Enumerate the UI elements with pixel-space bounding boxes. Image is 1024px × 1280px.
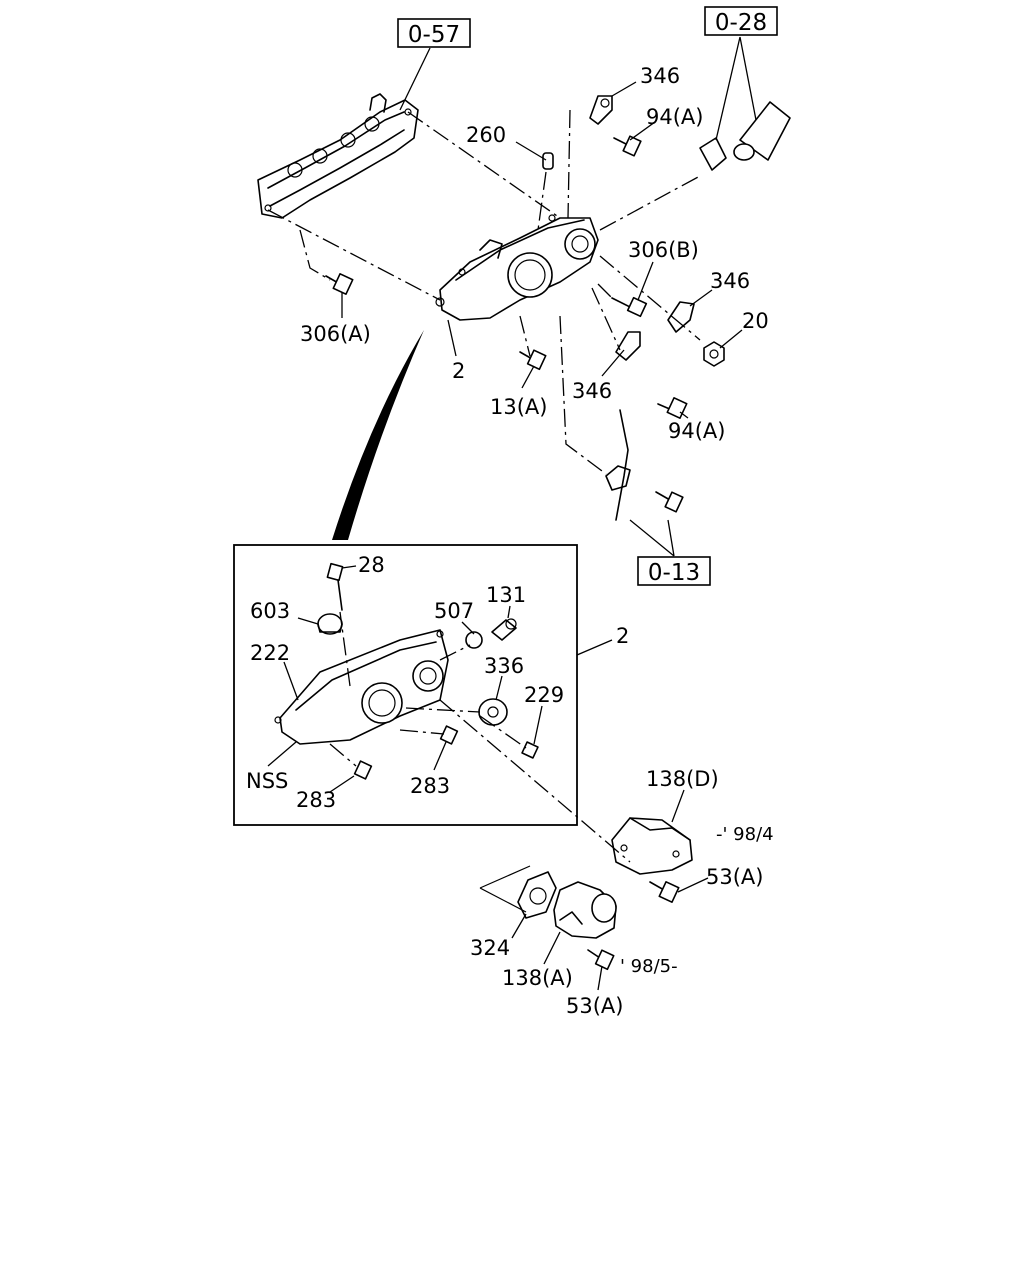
plug-260 [542, 152, 554, 170]
callout-13a[interactable]: 13(A) [490, 395, 547, 419]
callout-131[interactable]: 131 [486, 583, 526, 607]
callout-260[interactable]: 260 [466, 123, 506, 147]
water-outlet-138a [553, 881, 617, 939]
callout-603[interactable]: 603 [250, 599, 290, 623]
bolt-53a-upper [649, 880, 680, 904]
clamp-346-mid [667, 301, 695, 333]
nut-20 [703, 341, 725, 367]
detail-actuator-336 [478, 698, 508, 726]
callout-53a-upper[interactable]: 53(A) [706, 865, 763, 889]
ref-box-label: 0-28 [715, 10, 767, 36]
detail-screw-28 [326, 562, 344, 611]
detail-oring-507 [465, 631, 483, 649]
intake-manifold-outline [257, 93, 419, 219]
callout-53a-lower[interactable]: 53(A) [566, 994, 623, 1018]
callout-nss[interactable]: NSS [246, 769, 288, 793]
callout-346-low[interactable]: 346 [572, 379, 612, 403]
callout-28[interactable]: 28 [358, 553, 385, 577]
callout-336[interactable]: 336 [484, 654, 524, 678]
callout-222[interactable]: 222 [250, 641, 290, 665]
bolt-306a [325, 272, 354, 296]
bolt-94a-low [657, 396, 688, 420]
ref-box-label: 0-13 [648, 560, 700, 586]
bolt-94a-top [613, 135, 642, 157]
bolt-53a-lower [587, 949, 615, 971]
detail-screw-283-right [439, 725, 459, 745]
detail-sensor-603 [317, 613, 343, 635]
callout-306a[interactable]: 306(A) [300, 322, 371, 346]
callout-94a-top[interactable]: 94(A) [646, 105, 703, 129]
ref-box-0-13[interactable]: 0-13 [637, 556, 711, 586]
callout-346-top[interactable]: 346 [640, 64, 680, 88]
gasket-324 [517, 871, 557, 919]
detail-pointer [332, 330, 424, 540]
detail-plug-131 [491, 618, 517, 641]
stud-306b [611, 296, 648, 318]
callout-2-detail[interactable]: 2 [616, 624, 629, 648]
ref-box-0-28[interactable]: 0-28 [704, 6, 778, 36]
note-from-98-5: ' 98/5- [620, 956, 678, 977]
ref-box-0-57[interactable]: 0-57 [397, 18, 471, 48]
callout-20[interactable]: 20 [742, 309, 769, 333]
callout-306b[interactable]: 306(B) [628, 238, 699, 262]
callout-2-upper[interactable]: 2 [452, 359, 465, 383]
bolt-13a [519, 349, 547, 371]
callout-283-right[interactable]: 283 [410, 774, 450, 798]
hose [699, 101, 791, 171]
hose-clamp-346-top [589, 95, 613, 125]
detail-box [233, 544, 578, 826]
water-outlet-138d [611, 817, 693, 875]
throttle-body-assembly [435, 214, 599, 321]
callout-283-left[interactable]: 283 [296, 788, 336, 812]
callout-229[interactable]: 229 [524, 683, 564, 707]
callout-507[interactable]: 507 [434, 599, 474, 623]
note-until-98-4: -' 98/4 [716, 824, 774, 845]
callout-138a[interactable]: 138(A) [502, 966, 573, 990]
ref-box-label: 0-57 [408, 22, 460, 48]
detail-screw-283-left [353, 760, 373, 780]
accelerator-cable [605, 409, 684, 521]
callout-138d[interactable]: 138(D) [646, 767, 719, 791]
callout-94a-low[interactable]: 94(A) [668, 419, 725, 443]
callout-324[interactable]: 324 [470, 936, 510, 960]
callout-346-mid[interactable]: 346 [710, 269, 750, 293]
clamp-346-low [615, 331, 641, 361]
